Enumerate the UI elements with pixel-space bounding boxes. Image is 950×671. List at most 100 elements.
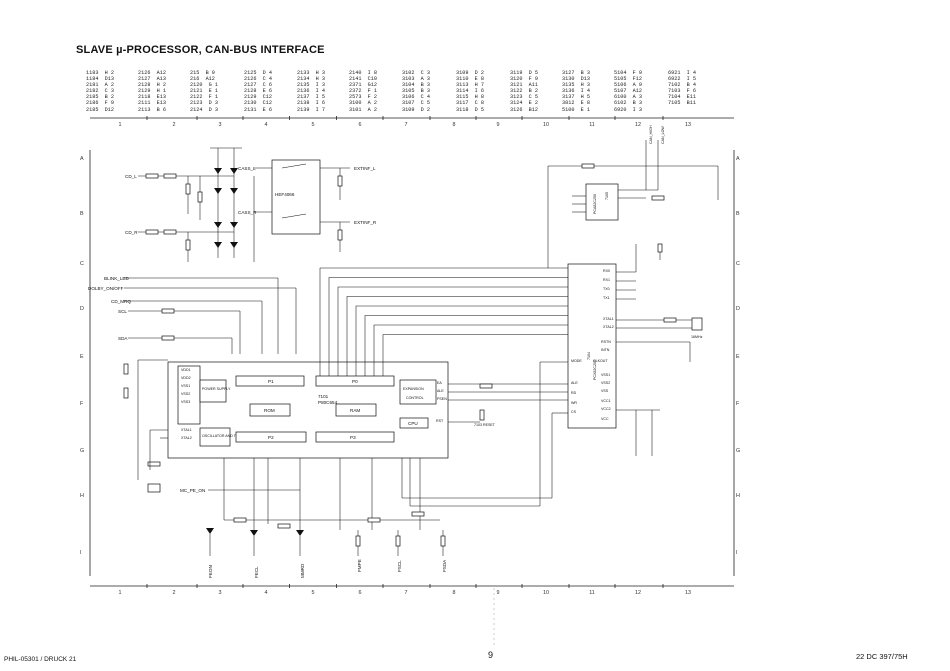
ref-entry: 2123 D 3	[190, 100, 219, 107]
ref-entry: 2113 B 6	[138, 106, 167, 113]
ref-entry: 7105 B11	[668, 100, 697, 107]
grid-row-label: C	[736, 261, 740, 267]
ref-entry: 3130 D13	[562, 76, 591, 83]
diode-ladder	[210, 147, 242, 258]
ref-entry: 2118 E13	[138, 94, 167, 101]
fmpe-label: FMPE	[357, 559, 362, 572]
ref-entry: 3107 C 5	[402, 100, 431, 107]
grid-col-label: 7	[405, 122, 408, 128]
ref-entry: 3101 A 2	[349, 106, 378, 113]
resistor-2101	[145, 173, 159, 179]
ref-entry: 3117 C 8	[456, 100, 485, 107]
ref-entry: 2573 F 2	[349, 94, 378, 101]
rstn-label: RSTN	[601, 340, 611, 344]
resistor-3101	[163, 229, 177, 235]
grid-row-label: I	[80, 550, 82, 556]
p3-label: P3	[350, 435, 356, 440]
diode-icon	[230, 188, 238, 194]
ref-entry: 3114 I 6	[456, 88, 485, 95]
xtal2-label: XTAL2	[603, 325, 614, 329]
ref-entry: 3122 B 2	[510, 88, 539, 95]
capacitor-2126	[657, 243, 663, 253]
cd-mrq-label: CD_MRQ	[111, 299, 131, 304]
supply-components	[123, 359, 168, 493]
grid-col-label: 5	[312, 122, 315, 128]
p0-label: P0	[352, 379, 358, 384]
ref-entry: 5105 F12	[614, 76, 643, 83]
ref-entry: 2372 F 1	[349, 88, 378, 95]
p3-port	[315, 431, 395, 443]
cd-l-input: CD_L	[125, 173, 234, 220]
ref-entry: 2138 I 6	[297, 100, 326, 107]
grid-col-label: 7	[405, 590, 408, 596]
resistor-3115	[411, 511, 425, 517]
ref-entry: 2135 I 3	[297, 82, 326, 89]
resistor-3121	[581, 163, 595, 169]
vss1-pin: VSS1	[601, 373, 610, 377]
grid-col-label: 2	[173, 122, 176, 128]
ref-entry: 2136 I 4	[297, 88, 326, 95]
resistor-3120	[161, 335, 175, 341]
cs-label: CS	[571, 410, 577, 414]
control-lines: 7103 RESET	[401, 361, 568, 507]
resistor-3108	[161, 308, 175, 314]
capacitor	[123, 387, 129, 399]
extinf-l-label: EXTINF_L	[354, 166, 376, 171]
ref-entry: 2186 F 9	[86, 100, 115, 107]
ref-entry: 7104 E11	[668, 94, 697, 101]
grid-col-label: 10	[543, 122, 549, 128]
vss1-label: VSS1	[181, 384, 190, 388]
ref-entry: 2140 I 8	[349, 70, 378, 76]
control-signals: BLINK_LED DOLBY_ON/OFF CD_MRQ SCL SDA	[88, 276, 297, 354]
power-supply-block	[199, 379, 227, 403]
expansion-label: EXPANSION	[403, 387, 424, 391]
can-tr-num: 7105	[605, 192, 609, 200]
schematic-title: SLAVE µ-PROCESSOR, CAN-BUS INTERFACE	[76, 44, 325, 56]
p1-port	[235, 375, 305, 387]
ref-entry: 3123 C 5	[510, 94, 539, 101]
can-low-label: CAN_LOW	[661, 126, 665, 144]
resistor-3100	[163, 173, 177, 179]
ref-entry: 2185 B 2	[86, 94, 115, 101]
ref-entry: 2128 E 6	[244, 88, 273, 95]
p2-label: P2	[268, 435, 274, 440]
ref-entry: 2139 I 7	[297, 106, 326, 113]
intn-label: INTN	[601, 348, 610, 352]
ic-main-num: 7101	[318, 394, 329, 399]
resistor-3126	[651, 195, 665, 201]
mmrd-label: MMRD	[300, 563, 305, 578]
ref-entry: 3104 B 3	[402, 82, 431, 89]
fsda-label: FSDA	[442, 559, 447, 572]
grid-row-label: F	[736, 401, 740, 407]
grid-col-label: 2	[173, 590, 176, 596]
diode-icon	[296, 530, 304, 536]
grid-row-label: E	[80, 354, 84, 360]
ref-entry: 2125 D 4	[244, 70, 273, 76]
grid-row-label: B	[736, 211, 740, 217]
grid-col-label: 13	[685, 590, 691, 596]
bus-line	[346, 296, 568, 376]
ref-entry: 2131 E 6	[244, 106, 273, 113]
diode-icon	[214, 222, 222, 228]
power-supply-label: POWER SUPPLY	[202, 387, 231, 391]
resistor-3110	[479, 383, 493, 389]
tx1-label: TX1	[603, 296, 610, 300]
ref-entry: 2127 C 6	[244, 82, 273, 89]
ref-entry: 2371 G12	[349, 82, 378, 89]
resistor-2102	[145, 229, 159, 235]
ref-entry: 3121 A11	[510, 82, 539, 89]
data-bus	[319, 267, 568, 376]
capacitor-2140	[440, 535, 446, 547]
pcx82c200-block	[567, 263, 617, 429]
bus-line	[364, 315, 568, 376]
grid-row-label: H	[80, 493, 84, 499]
diode-icon	[206, 528, 214, 534]
capacitor-2139	[395, 535, 401, 547]
ref-entry: 3812 E 8	[562, 100, 591, 107]
